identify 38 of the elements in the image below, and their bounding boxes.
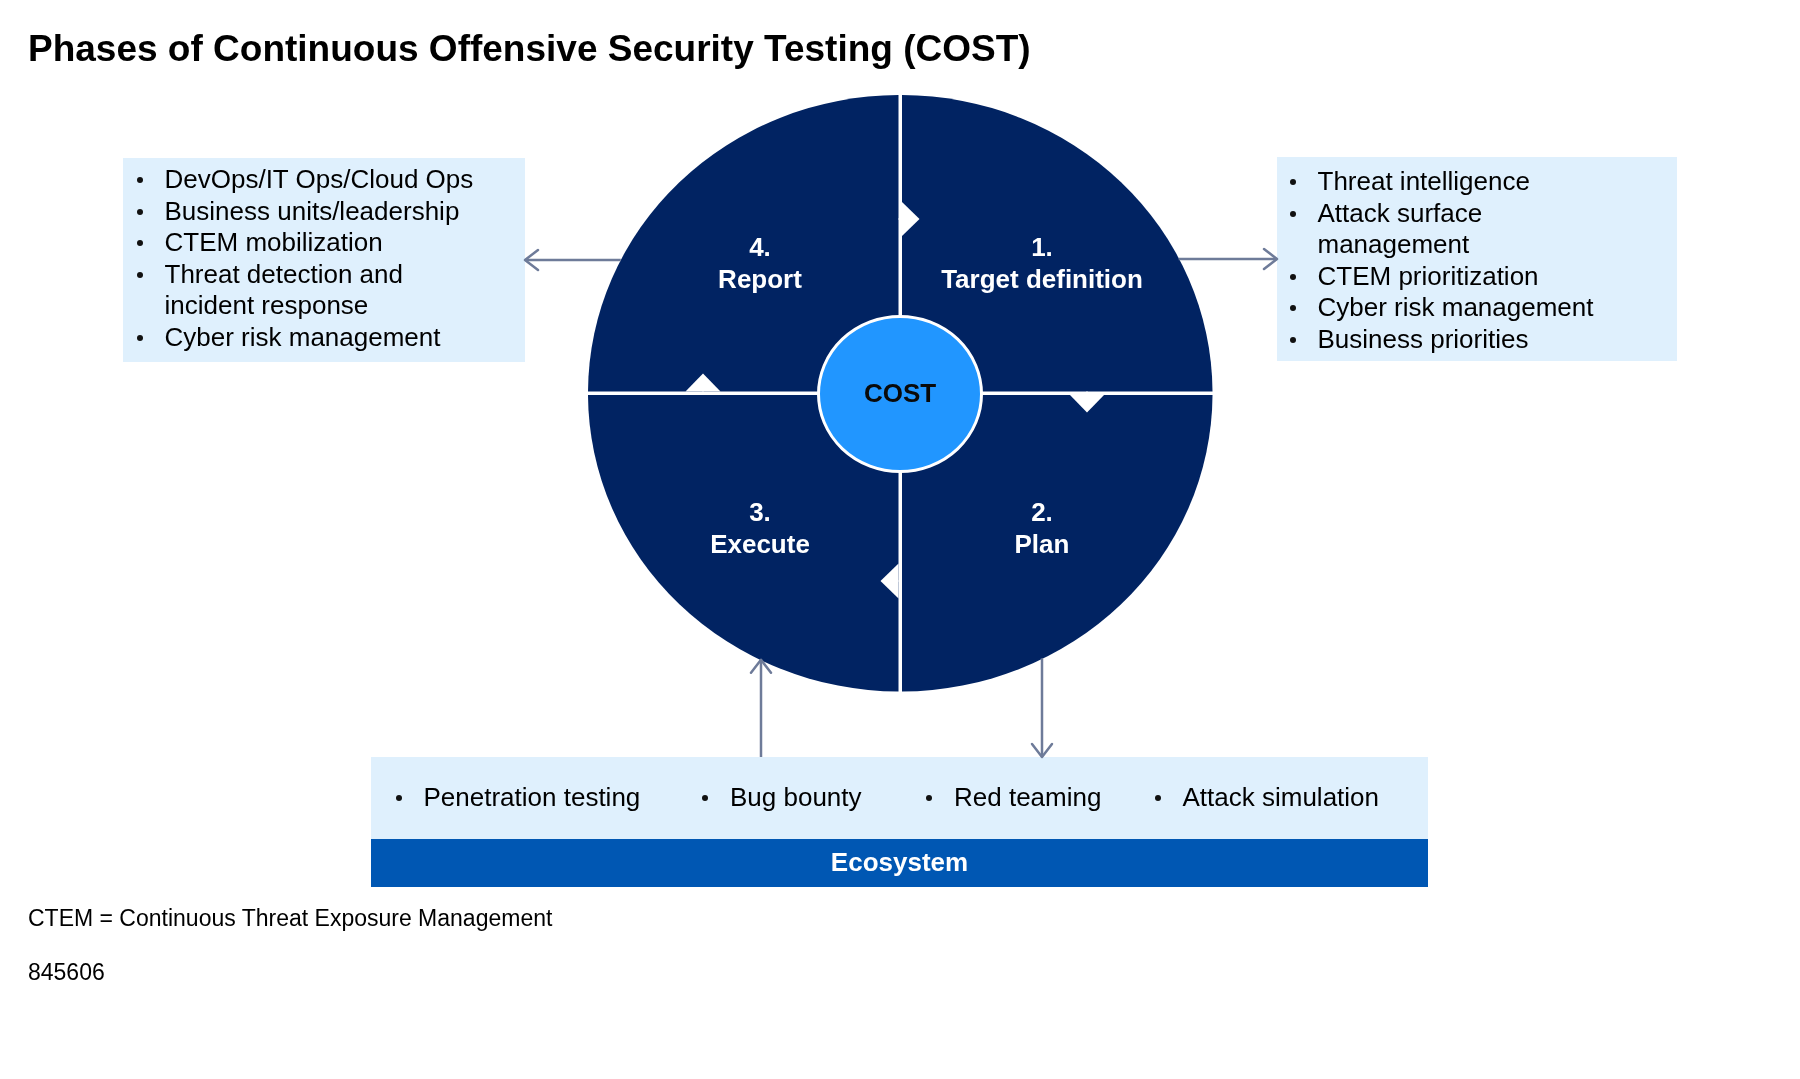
banner-bar — [371, 839, 1428, 887]
flow-triangle — [1069, 390, 1105, 413]
list-item: CTEM prioritization — [1288, 260, 1640, 292]
footnote: 845606 — [28, 958, 105, 986]
step-title: Execute — [710, 528, 810, 560]
step-number: 4. — [749, 231, 771, 263]
list-panel — [371, 757, 1428, 839]
center-label: COST — [863, 378, 937, 410]
list-panel — [123, 158, 525, 362]
step-number: 2. — [1031, 496, 1053, 528]
list-item: Cyber risk management — [135, 321, 487, 353]
step-title: Report — [718, 263, 802, 295]
list-item: Business units/leadership — [135, 195, 487, 227]
arrow — [1178, 247, 1279, 271]
arrow — [749, 658, 773, 757]
step-title: Target definition — [941, 263, 1143, 295]
flow-triangle — [897, 201, 920, 237]
list-item: CTEM mobilization — [135, 227, 487, 259]
list-item: Attack surface management — [1288, 197, 1640, 261]
list-item: Threat intelligence — [1288, 166, 1640, 198]
list-item: Attack simulation — [1153, 782, 1380, 814]
arrow — [1030, 658, 1054, 759]
step-number: 3. — [749, 496, 771, 528]
title: Phases of Continuous Offensive Security Testing (COST) — [28, 27, 1031, 71]
band-label: Ecosystem — [830, 847, 969, 879]
list-item: Business priorities — [1288, 323, 1640, 355]
list-item: Cyber risk management — [1288, 292, 1640, 324]
list-item: Threat detection and incident response — [135, 258, 487, 322]
arrow — [523, 248, 621, 272]
list-item: DevOps/IT Ops/Cloud Ops — [135, 164, 487, 196]
list-item: Bug bounty — [701, 782, 862, 814]
center-circle — [817, 315, 983, 473]
step-number: 1. — [1031, 231, 1053, 263]
list-panel — [1277, 157, 1677, 361]
list-item: Penetration testing — [394, 782, 641, 814]
footnote: CTEM = Continuous Threat Exposure Management — [28, 904, 553, 932]
list-item: Red teaming — [925, 782, 1102, 814]
step-title: Plan — [1014, 528, 1070, 560]
